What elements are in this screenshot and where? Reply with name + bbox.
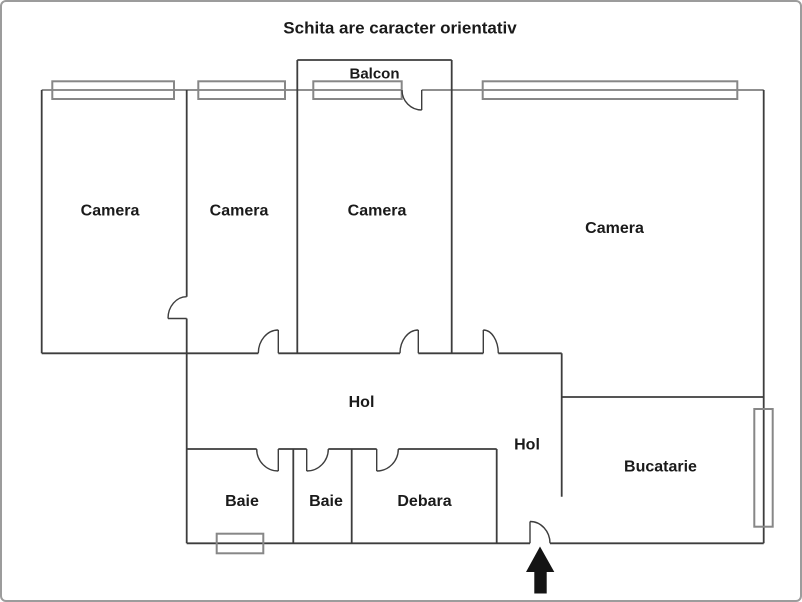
window-kitchen [753, 408, 774, 528]
room-label-balcony: Balcon [349, 66, 399, 83]
door-camera1-camera2 [167, 296, 187, 320]
room-label-camera-1: Camera [81, 203, 140, 220]
door-bath1 [256, 448, 279, 472]
room-label-camera-3: Camera [348, 203, 407, 220]
window-camera2 [197, 80, 286, 101]
window-camera4 [481, 80, 739, 101]
plan-title: Schita are caracter orientativ [283, 19, 517, 38]
entrance-arrow-icon [526, 546, 555, 594]
room-label-pantry: Debara [397, 493, 451, 510]
room-label-bath-1: Baie [225, 493, 259, 510]
room-label-camera-4: Camera [585, 220, 644, 237]
door-balcony [401, 89, 423, 111]
room-label-camera-2: Camera [210, 203, 269, 220]
door-bath2 [306, 448, 329, 472]
room-label-hall-main: Hol [349, 394, 375, 411]
door-pantry [376, 448, 399, 472]
door-camera2 [257, 329, 279, 354]
room-label-bath-2: Baie [309, 493, 343, 510]
room-label-hall-entry: Hol [514, 437, 540, 454]
door-camera3 [399, 329, 419, 354]
window-bath1 [215, 532, 265, 555]
window-camera1 [51, 80, 175, 101]
room-label-kitchen: Bucatarie [624, 459, 697, 476]
door-entrance [529, 520, 551, 544]
door-camera4 [482, 329, 499, 354]
